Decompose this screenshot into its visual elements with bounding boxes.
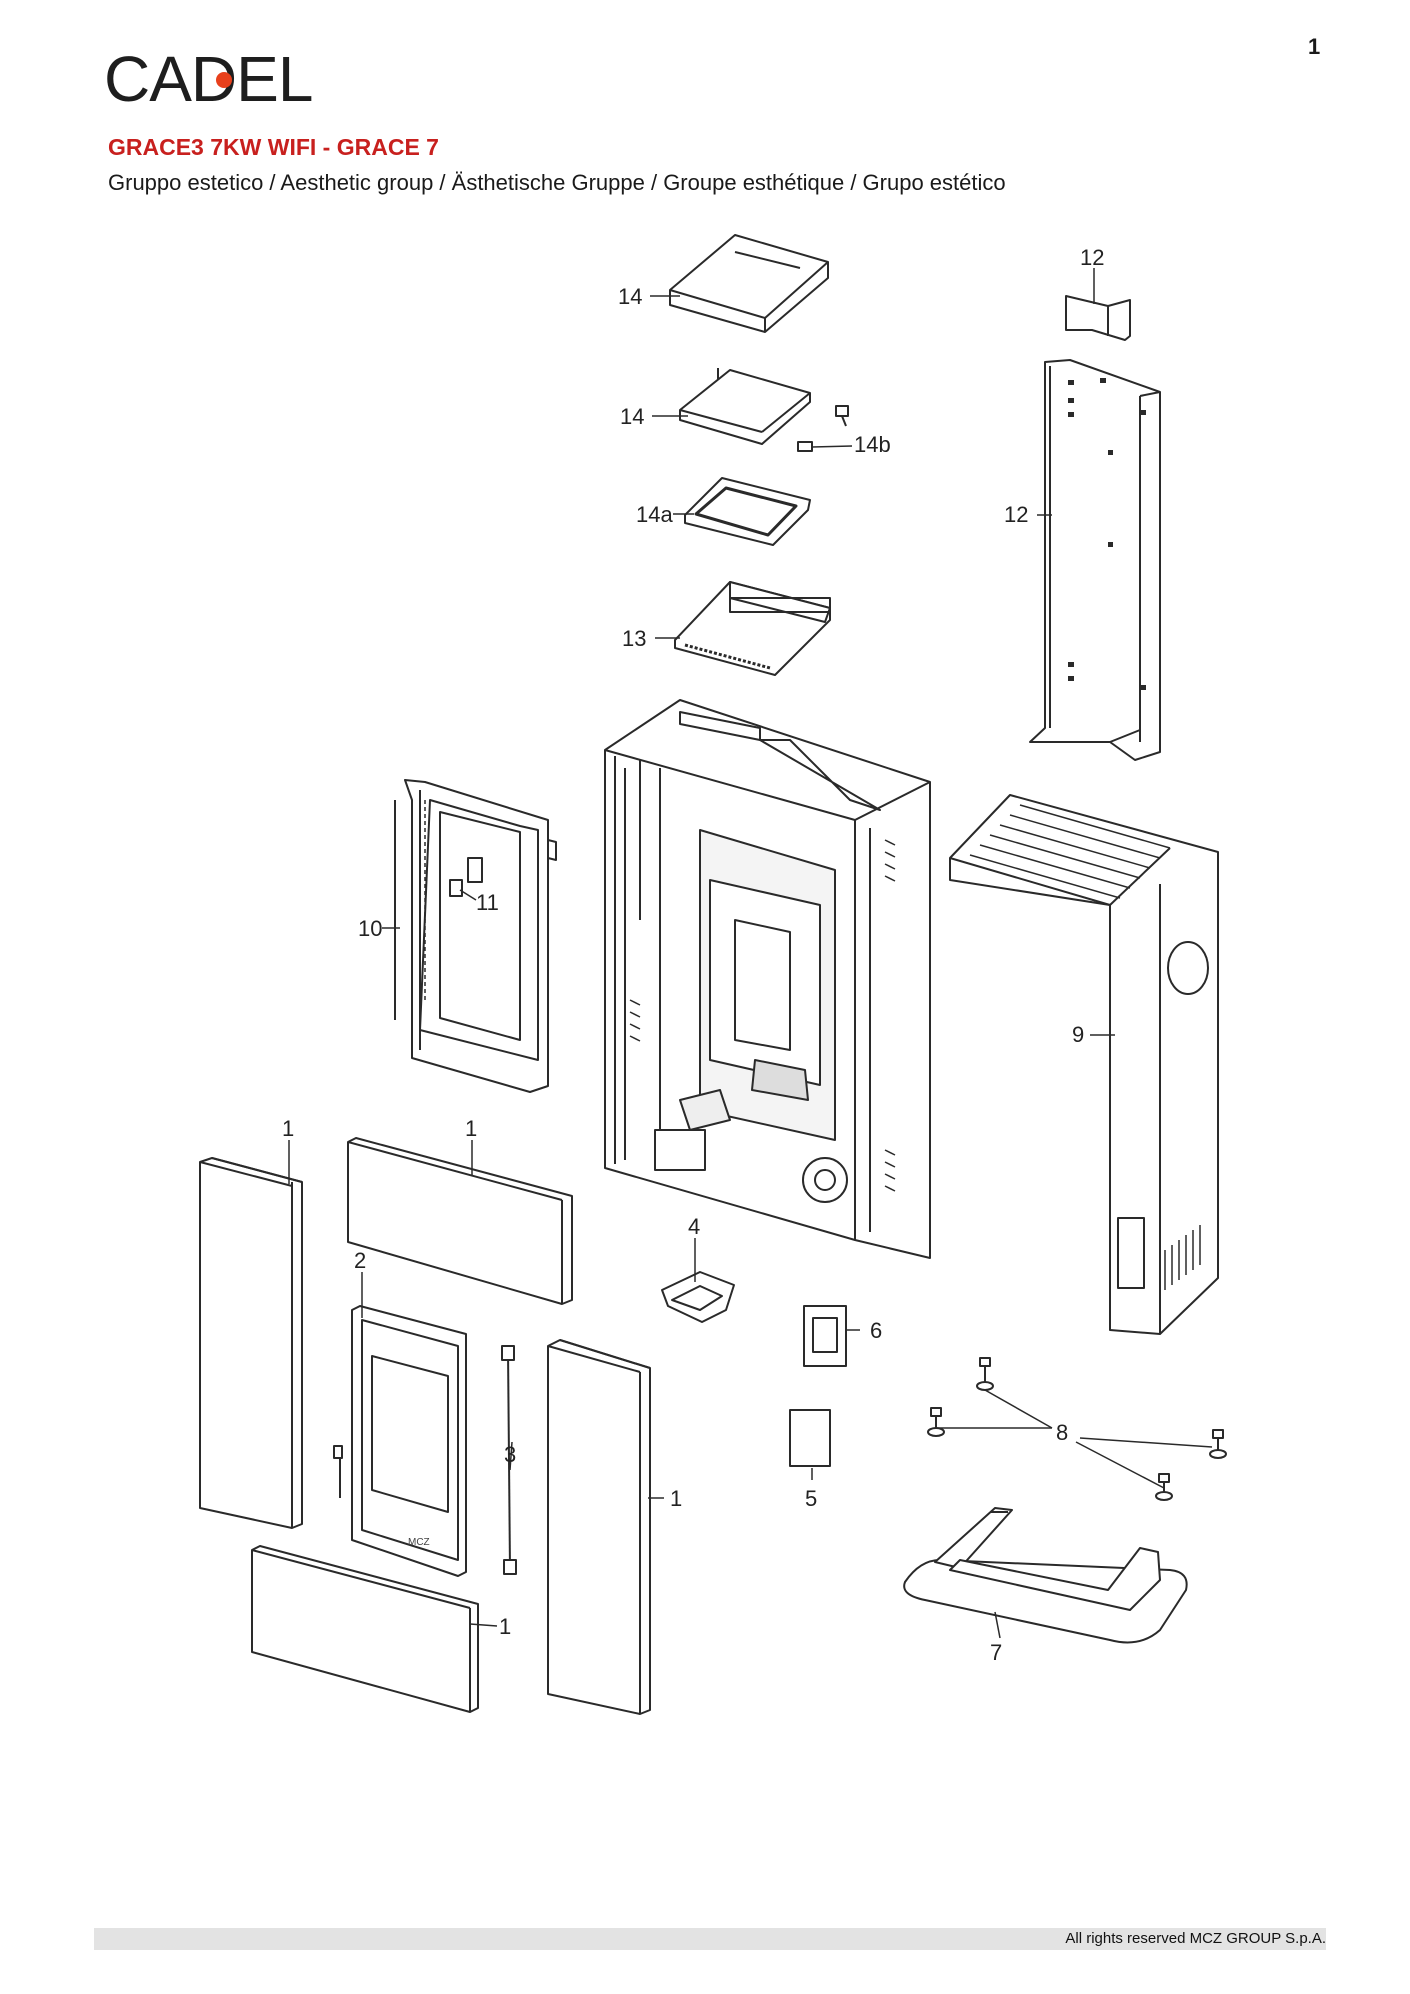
callout-13: 13 xyxy=(622,626,646,651)
page-number: 1 xyxy=(1308,34,1321,59)
leader-lines xyxy=(288,268,1213,1639)
part-13-grille xyxy=(674,581,831,676)
callout-10: 10 xyxy=(358,916,382,941)
logo-text: CADEL xyxy=(104,43,313,115)
callout-12-rear-panel: 12 xyxy=(1004,502,1028,527)
part-12-bracket xyxy=(1065,295,1131,341)
part-10-side-panel xyxy=(394,779,557,1093)
footer-bar xyxy=(94,1928,1326,1950)
part-4-fitting xyxy=(661,1271,735,1323)
callout-labels: 14 14 14b 14a 13 12 12 11 10 9 1 1 2 3 4… xyxy=(282,245,1104,1665)
part-3-rod xyxy=(501,1345,517,1575)
part-1-right-panel xyxy=(547,1339,651,1715)
callout-1-right: 1 xyxy=(670,1486,682,1511)
callout-8: 8 xyxy=(1056,1420,1068,1445)
callout-1-top: 1 xyxy=(465,1116,477,1141)
part-8-feet xyxy=(927,1357,1227,1501)
callout-5: 5 xyxy=(805,1486,817,1511)
callout-14-tray: 14 xyxy=(620,404,644,429)
svg-text:MCZ: MCZ xyxy=(408,1537,430,1548)
part-14b-screws xyxy=(797,405,849,452)
part-1-top-panel xyxy=(347,1137,573,1305)
part-14-tray xyxy=(679,368,811,445)
callout-2: 2 xyxy=(354,1248,366,1273)
callout-14b: 14b xyxy=(854,432,891,457)
part-1-bottom-panel xyxy=(251,1545,479,1713)
callout-9: 9 xyxy=(1072,1022,1084,1047)
callout-1-left: 1 xyxy=(282,1116,294,1141)
stove-body xyxy=(604,699,931,1259)
callout-3: 3 xyxy=(504,1442,516,1467)
callout-11: 11 xyxy=(476,890,499,915)
callout-1-bottom: 1 xyxy=(499,1614,511,1639)
section-subtitle: Gruppo estetico / Aesthetic group / Ästh… xyxy=(108,170,1006,195)
part-5-plate xyxy=(789,1409,831,1467)
callout-4: 4 xyxy=(688,1214,700,1239)
callout-7: 7 xyxy=(990,1640,1002,1665)
part-7-floor-plate xyxy=(903,1507,1188,1644)
product-title: GRACE3 7KW WIFI - GRACE 7 xyxy=(108,134,439,160)
part-9-side-casing xyxy=(949,794,1219,1335)
callout-14-top: 14 xyxy=(618,284,642,309)
copyright-text: All rights reserved MCZ GROUP S.p.A. xyxy=(1065,1930,1326,1947)
part-12-rear-panel xyxy=(1029,359,1161,761)
part-6-plate xyxy=(803,1305,847,1367)
callout-12-bracket: 12 xyxy=(1080,245,1104,270)
part-2-door: MCZ xyxy=(333,1305,467,1577)
callout-14a: 14a xyxy=(636,502,673,527)
part-14a-gasket xyxy=(684,477,811,546)
part-14-top-cover xyxy=(669,234,829,333)
part-1-left-panel xyxy=(199,1157,303,1529)
logo-dot xyxy=(216,72,232,88)
cadel-logo: CADEL xyxy=(104,43,324,115)
callout-6: 6 xyxy=(870,1318,882,1343)
